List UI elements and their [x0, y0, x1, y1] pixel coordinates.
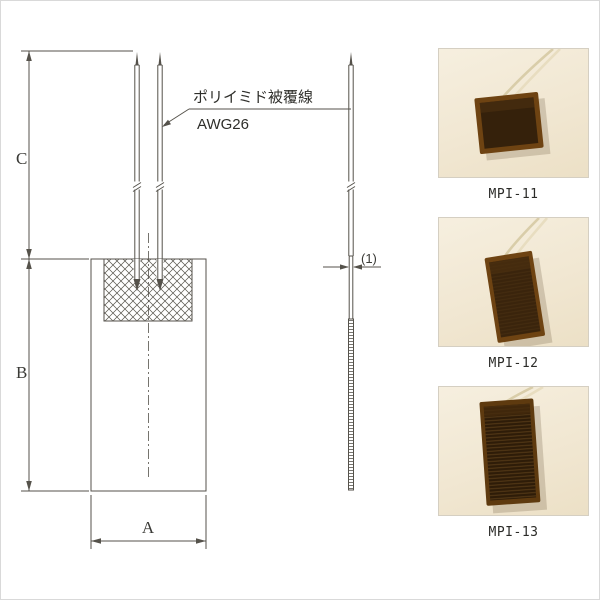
wire-break-mark: [346, 182, 356, 192]
solder-joint: [156, 279, 164, 291]
leader-arrowhead: [162, 119, 171, 127]
dimension-b-label: B: [16, 363, 27, 382]
film-profile-element: [348, 318, 354, 491]
lead-wire-side: [346, 52, 356, 256]
wire-type-label: ポリイミド被覆線: [193, 88, 313, 106]
wire-annotation: ポリイミド被覆線 AWG26: [162, 88, 351, 133]
dimension-thickness-label: (1): [361, 251, 377, 266]
photo-mpi-12-image: [484, 218, 553, 346]
dimension-thickness: [323, 264, 381, 270]
solder-joint: [133, 279, 141, 291]
wire-gauge-label: AWG26: [197, 116, 249, 133]
product-photo: [438, 48, 589, 178]
heater-element: [479, 398, 548, 514]
heater-element: [474, 92, 551, 161]
dimension-vertical: [21, 50, 133, 492]
heater-element: [484, 250, 553, 346]
lead-wire-right: [155, 52, 165, 291]
product-card-mpi-11: MPI-11: [438, 48, 589, 202]
film-profile-upper: [348, 255, 354, 320]
product-card-mpi-13: MPI-13: [438, 386, 589, 540]
photo-mpi-13-image: [479, 387, 548, 514]
terminal-zone-crosshatch: [103, 258, 193, 322]
product-photo-column: MPI-11 MPI-: [438, 48, 589, 555]
product-photo: [438, 386, 589, 516]
dimension-c-label: C: [16, 149, 27, 168]
lead-wires: [502, 49, 561, 100]
dimension-a-label: A: [142, 518, 155, 537]
product-label: MPI-12: [488, 356, 539, 371]
product-label: MPI-11: [488, 187, 539, 202]
lead-wire-left: [132, 52, 142, 291]
product-card-mpi-12: MPI-12: [438, 217, 589, 371]
dimension-width: [90, 495, 207, 549]
front-view: C B A ポリイミド被覆線 AWG26: [16, 50, 351, 549]
technical-drawing: C B A ポリイミド被覆線 AWG26: [16, 50, 381, 549]
product-label: MPI-13: [488, 525, 539, 540]
wire-break-mark: [132, 182, 142, 192]
product-photo: [438, 217, 589, 347]
side-view: (1): [323, 52, 381, 491]
wire-break-mark: [155, 182, 165, 192]
photo-mpi-11-image: [474, 49, 561, 161]
